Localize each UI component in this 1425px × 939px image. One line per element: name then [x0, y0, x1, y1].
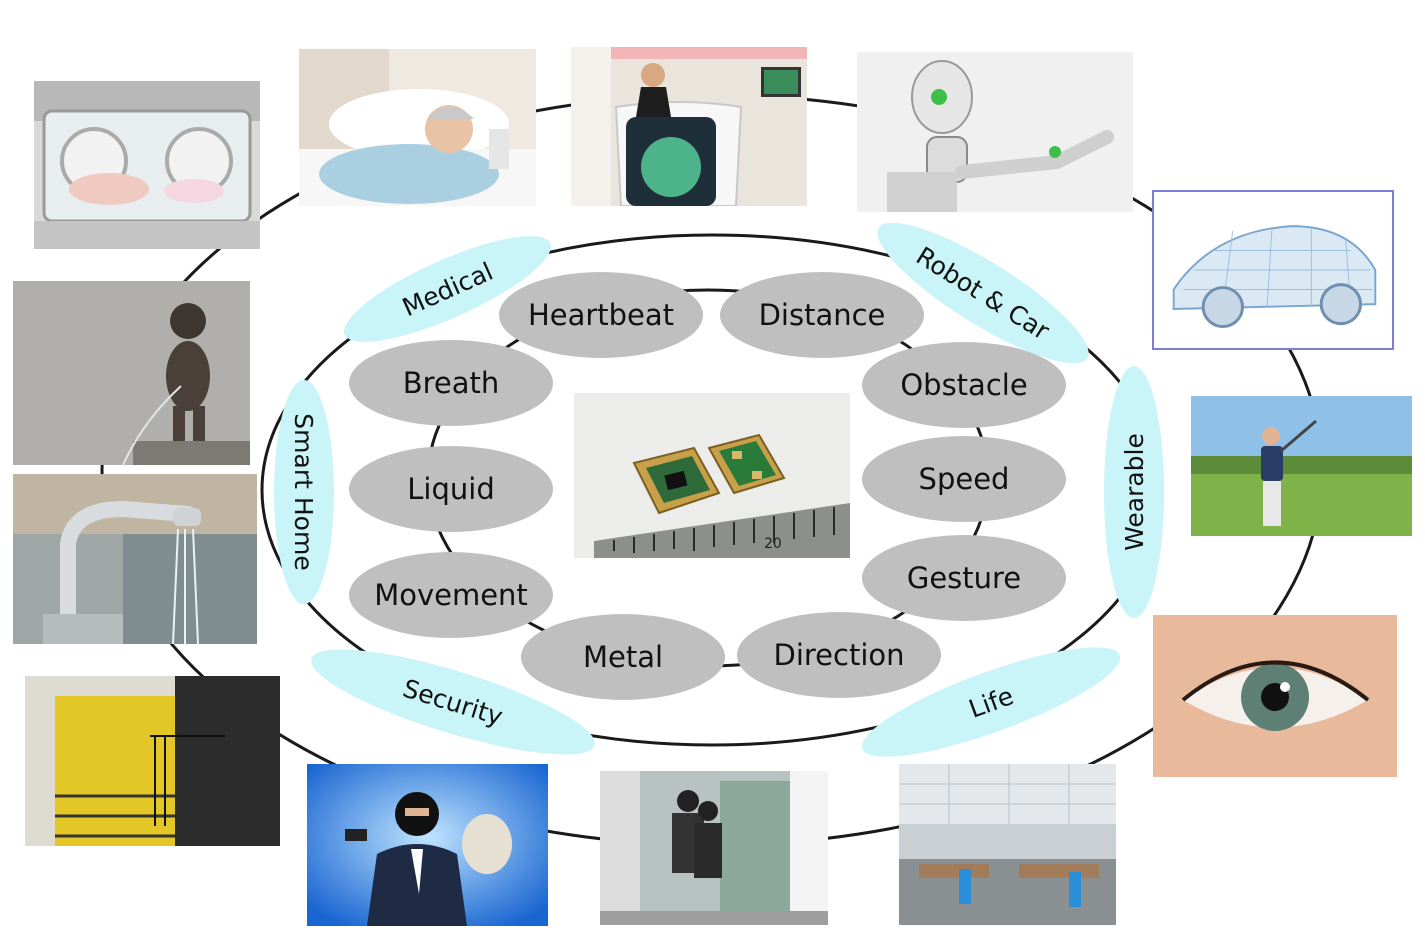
- human-eye-photo: [1153, 615, 1397, 777]
- fountain-statue-photo: [13, 281, 250, 465]
- stairwell-photo: [25, 676, 280, 846]
- detection-direction[interactable]: Direction: [737, 612, 941, 698]
- masked-robber-photo: [307, 764, 548, 926]
- detection-liquid[interactable]: Liquid: [349, 446, 553, 532]
- detection-distance[interactable]: Distance: [720, 272, 924, 358]
- incubator-photo: [34, 81, 260, 249]
- detection-obstacle[interactable]: Obstacle: [862, 342, 1066, 428]
- fitness-machine-photo: [571, 47, 807, 206]
- wireframe-car-photo: [1152, 190, 1394, 350]
- detection-obstacle-label: Obstacle: [900, 368, 1028, 402]
- water-faucet-photo: [13, 474, 257, 644]
- burglars-at-door-photo: [600, 771, 828, 925]
- category-wearable[interactable]: Wearable: [1104, 366, 1164, 618]
- detection-gesture[interactable]: Gesture: [862, 535, 1066, 621]
- detection-movement[interactable]: Movement: [349, 552, 553, 638]
- detection-heartbeat-label: Heartbeat: [527, 298, 675, 332]
- category-wearable-label: Wearable: [1119, 433, 1149, 551]
- radar-sensor-module-photo: 20: [574, 393, 850, 558]
- ruler-scale-label: 20: [764, 536, 782, 552]
- detection-distance-label: Distance: [758, 298, 886, 332]
- elderly-sleeping-photo: [299, 49, 536, 206]
- detection-speed-label: Speed: [918, 462, 1010, 496]
- detection-metal-label: Metal: [582, 640, 664, 674]
- category-security-label: Security: [399, 673, 507, 731]
- detection-movement-label: Movement: [374, 578, 528, 612]
- detection-gesture-label: Gesture: [906, 561, 1022, 595]
- office-interior-photo: [899, 764, 1116, 925]
- detection-metal[interactable]: Metal: [521, 614, 725, 700]
- detection-liquid-label: Liquid: [407, 472, 495, 506]
- golfer-photo: [1191, 396, 1412, 536]
- humanoid-robot-photo: [857, 52, 1133, 212]
- category-life-label: Life: [964, 680, 1018, 724]
- detection-speed[interactable]: Speed: [862, 436, 1066, 522]
- detection-direction-label: Direction: [773, 638, 905, 672]
- detection-heartbeat[interactable]: Heartbeat: [499, 272, 703, 358]
- detection-breath[interactable]: Breath: [349, 340, 553, 426]
- detection-breath-label: Breath: [402, 366, 500, 400]
- category-smart-home-label: Smart Home: [289, 413, 319, 571]
- category-smart-home[interactable]: Smart Home: [274, 380, 334, 604]
